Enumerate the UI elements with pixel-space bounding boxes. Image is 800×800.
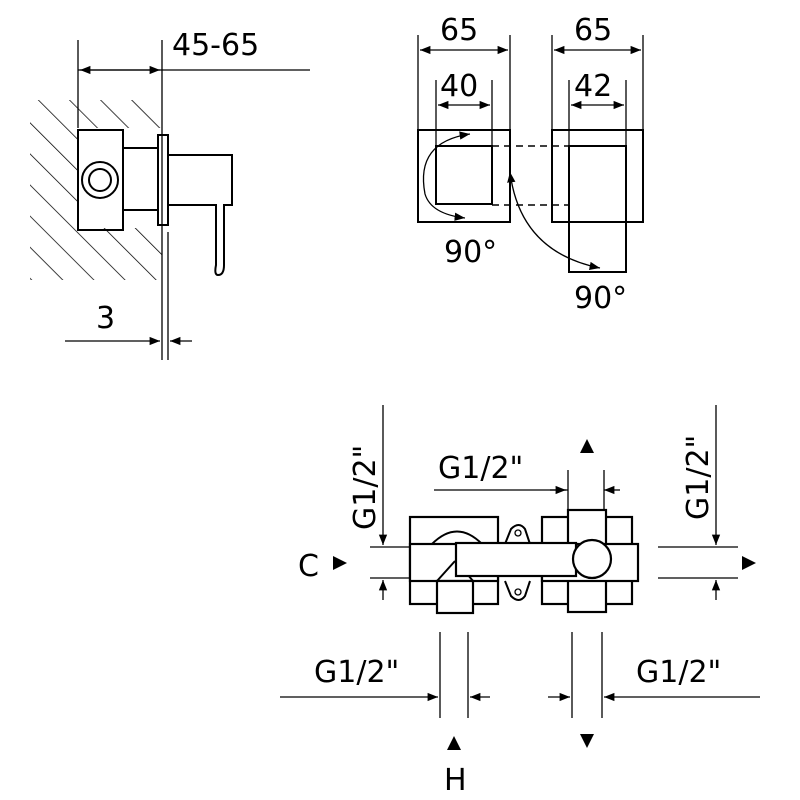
up-arrow-icon xyxy=(580,439,594,453)
bottom-left-label: G1/2" xyxy=(314,655,399,690)
handle-side xyxy=(167,154,233,277)
cold-label: C xyxy=(298,549,319,584)
connection-view: G1/2" C G1/2" G1/2" G1/2" H G1/2" xyxy=(280,405,760,798)
outlet-arrow-icon xyxy=(742,556,756,570)
left-vertical-label: G1/2" xyxy=(348,445,383,530)
rotation-a: 90° xyxy=(444,235,497,270)
down-arrow-icon xyxy=(580,734,594,748)
hot-label: H xyxy=(444,763,467,798)
handle-width-a: 40 xyxy=(440,69,478,104)
bottom-right-label: G1/2" xyxy=(636,655,721,690)
depth-label: 45-65 xyxy=(172,28,259,63)
front-view-b: 65 42 90° xyxy=(507,13,644,316)
side-view: 45-65 3 xyxy=(30,28,310,360)
plate-thickness-label: 3 xyxy=(96,301,115,336)
plate-width-b: 65 xyxy=(574,13,612,48)
right-vertical-label: G1/2" xyxy=(681,435,716,520)
top-middle-label: G1/2" xyxy=(438,451,523,486)
handle-width-b: 42 xyxy=(574,69,612,104)
cold-arrow-icon xyxy=(333,556,347,570)
front-view-a: 65 40 90° xyxy=(417,13,570,270)
rotation-b: 90° xyxy=(574,281,627,316)
hot-arrow-icon xyxy=(447,736,461,750)
plate-width-a: 65 xyxy=(440,13,478,48)
